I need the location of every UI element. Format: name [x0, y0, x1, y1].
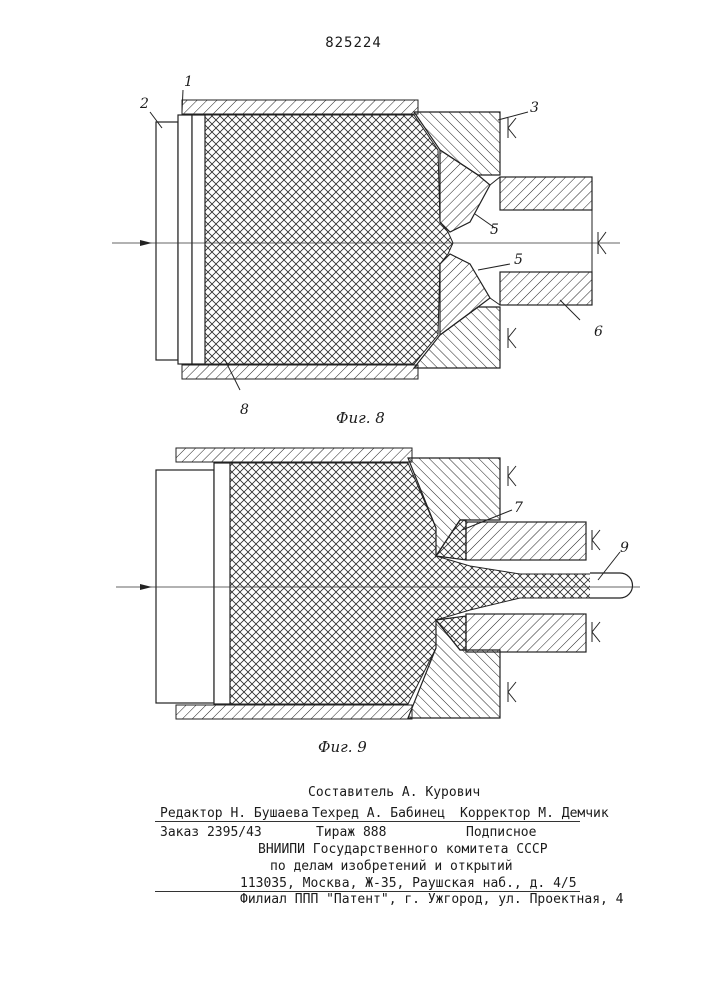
org-line-1: ВНИИПИ Государственного комитета СССР	[258, 842, 548, 857]
tube-lower	[466, 614, 586, 652]
label-9: 9	[620, 540, 629, 556]
container-wall-bottom	[182, 365, 418, 379]
order: Заказ 2395/43	[160, 825, 262, 840]
label-2: 2	[139, 96, 149, 112]
container-wall-top	[182, 100, 418, 114]
container-wall-bottom	[176, 705, 412, 719]
container-wall-top	[176, 448, 412, 462]
punch	[156, 470, 214, 703]
pressure-plate	[214, 463, 230, 704]
label-1: 1	[184, 74, 193, 90]
tube-lower	[500, 272, 592, 305]
label-6: 6	[594, 324, 603, 340]
figure-9-caption: Фиг. 9	[318, 738, 367, 756]
techred: Техред А. Бабинец	[312, 806, 445, 821]
label-8: 8	[240, 402, 249, 418]
tube-upper	[500, 177, 592, 210]
circulation: Тираж 888	[316, 825, 386, 840]
label-5a: 5	[490, 222, 499, 238]
figure-8-caption: Фиг. 8	[336, 409, 385, 427]
corrector: Корректор М. Демчик	[460, 806, 609, 821]
punch	[156, 122, 178, 360]
divider	[155, 821, 580, 822]
label-7: 7	[514, 500, 523, 516]
subscription: Подписное	[466, 825, 536, 840]
tube-upper	[466, 522, 586, 560]
figure-9: 7 9 Фиг. 9	[116, 448, 640, 756]
label-5b: 5	[514, 252, 523, 268]
composer: Составитель А. Курович	[308, 785, 480, 800]
branch: Филиал ППП "Патент", г. Ужгород, ул. Про…	[240, 892, 624, 907]
editor: Редактор Н. Бушаева	[160, 806, 309, 821]
pressure-plate	[178, 115, 192, 364]
org-line-2: по делам изобретений и открытий	[270, 859, 513, 874]
label-3: 3	[530, 100, 539, 116]
billet	[205, 115, 453, 364]
figure-8: 1 2 3 5 5 6 8 Фиг. 8	[112, 74, 620, 427]
address: 113035, Москва, Ж-35, Раушская наб., д. …	[240, 876, 577, 891]
